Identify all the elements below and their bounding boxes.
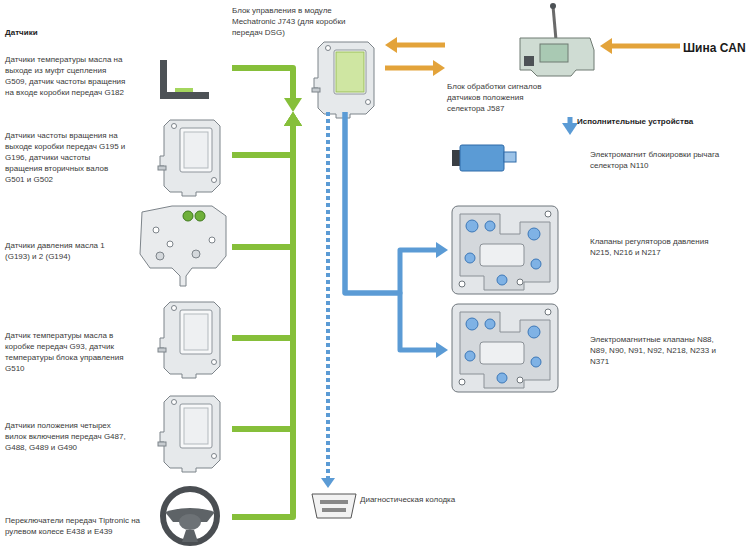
node-caption: Блок управления в модуле Mechatronic J74… bbox=[232, 5, 350, 38]
arrow-head bbox=[321, 478, 335, 488]
sensor-group: Датчики положения четырех вилок включени… bbox=[3, 386, 232, 476]
arrow-line bbox=[385, 66, 434, 71]
arrow-line bbox=[345, 112, 437, 293]
actuator-group: Электромагнитные клапаны N88, N89, N90, … bbox=[448, 300, 738, 398]
node-caption: Электромагнит блокировки рычага селектор… bbox=[590, 149, 730, 171]
arrow-head bbox=[284, 112, 302, 126]
arrow-line bbox=[611, 44, 680, 49]
arrow-line bbox=[326, 112, 330, 479]
signal-unit: Блок обработки сигналов датчиков положен… bbox=[445, 3, 600, 117]
arrow-line bbox=[232, 68, 293, 99]
arrow-line bbox=[232, 125, 293, 155]
section-heading: Исполнительные устройства bbox=[577, 116, 693, 127]
arrow-line bbox=[568, 117, 573, 124]
node-caption: Диагностическая колодка bbox=[360, 494, 480, 505]
arrow-head bbox=[284, 98, 302, 112]
signal-arrow bbox=[385, 37, 445, 53]
node-caption: Переключатели передач Tiptronic на рулев… bbox=[5, 515, 155, 537]
signal-arrow bbox=[345, 112, 448, 358]
sensor-group: Датчики давления масла 1 (G193) и 2 (G19… bbox=[3, 204, 232, 292]
arrow-line bbox=[396, 43, 445, 48]
node-caption: Блок обработки сигналов датчиков положен… bbox=[447, 81, 559, 114]
arrow-head bbox=[600, 38, 612, 54]
actuator-group: Клапаны регуляторов давления N215, N216 … bbox=[448, 204, 738, 296]
bus-label: Шина CAN bbox=[680, 36, 749, 59]
arrow-head bbox=[433, 60, 445, 76]
arrow-line bbox=[232, 125, 293, 338]
arrow-head bbox=[562, 123, 578, 135]
control-unit: Блок управления в модуле Mechatronic J74… bbox=[230, 3, 385, 112]
sensor-group: Датчики температуры масла на выходе из м… bbox=[3, 50, 232, 110]
switch-group: Переключатели передач Tiptronic на рулев… bbox=[3, 484, 232, 546]
arrow-head bbox=[436, 342, 448, 358]
arrow-head bbox=[385, 37, 397, 53]
arrow-line bbox=[232, 125, 293, 517]
actuator-group: Электромагнит блокировки рычага селектор… bbox=[455, 135, 735, 179]
arrow-line bbox=[232, 125, 293, 247]
arrow-head bbox=[284, 112, 302, 126]
arrow-head bbox=[284, 112, 302, 126]
node-caption: Клапаны регуляторов давления N215, N216 … bbox=[590, 236, 732, 258]
arrow-line bbox=[345, 112, 437, 350]
node-caption: Датчики давления масла 1 (G193) и 2 (G19… bbox=[5, 240, 127, 262]
sensor-group: Датчик температуры масла в коробке перед… bbox=[3, 296, 232, 380]
section-heading: Датчики bbox=[5, 27, 38, 38]
node-caption: Электромагнитные клапаны N88, N89, N90, … bbox=[590, 334, 732, 367]
node-caption: Датчики температуры масла на выходе из м… bbox=[5, 54, 127, 98]
signal-arrow bbox=[232, 68, 302, 112]
node-caption: Датчики частоты вращения на выходе короб… bbox=[5, 130, 127, 185]
signal-arrow bbox=[232, 112, 302, 517]
node-caption: Датчик температуры масла в коробке перед… bbox=[5, 330, 127, 374]
arrow-head bbox=[284, 112, 302, 126]
signal-arrow bbox=[345, 112, 448, 293]
diagnostic-connector: Диагностическая колодка bbox=[310, 488, 485, 524]
arrow-head bbox=[436, 242, 448, 258]
arrow-line bbox=[232, 125, 293, 429]
signal-arrow bbox=[385, 60, 445, 76]
node-caption: Датчики положения четырех вилок включени… bbox=[5, 420, 127, 453]
signal-arrow bbox=[321, 112, 335, 488]
signal-arrow bbox=[562, 117, 578, 135]
arrow-head bbox=[284, 112, 302, 126]
node-caption: Шина CAN bbox=[683, 40, 746, 56]
signal-arrow bbox=[600, 38, 680, 54]
sensor-group: Датчики частоты вращения на выходе короб… bbox=[3, 112, 232, 200]
